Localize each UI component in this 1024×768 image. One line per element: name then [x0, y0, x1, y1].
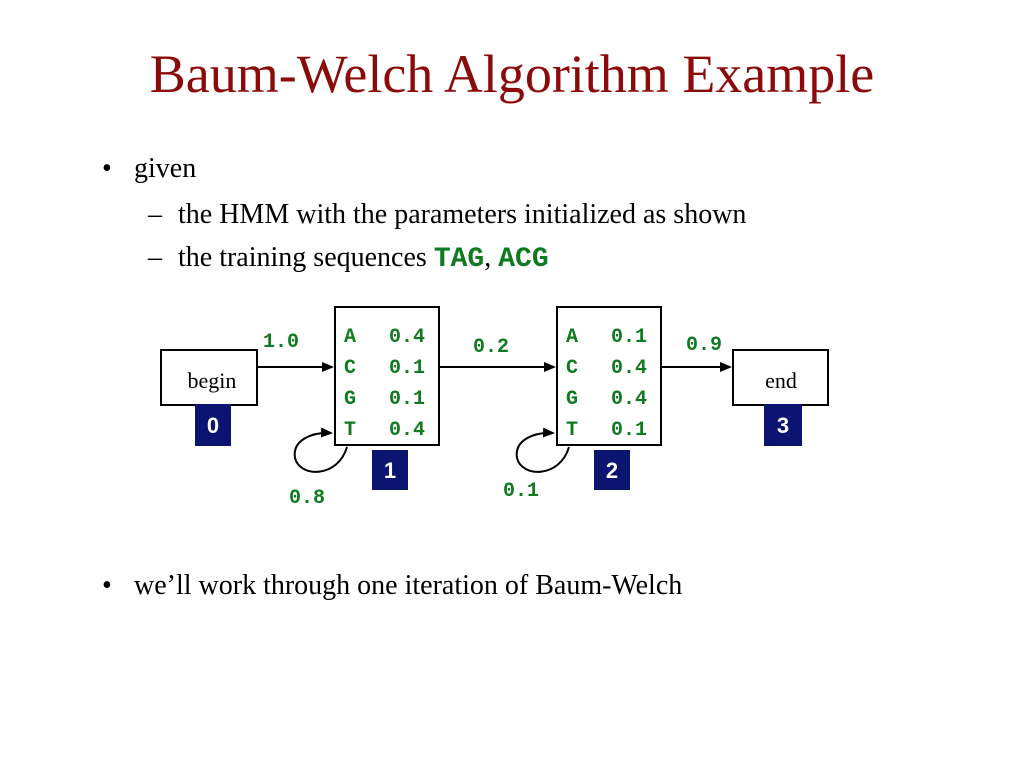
- state-2-box: [556, 306, 662, 446]
- state-id-badge-1: [372, 450, 408, 490]
- emission-prob: 0.1: [611, 419, 647, 442]
- state-id-2: 2: [606, 458, 618, 483]
- sequence-tag: TAG: [433, 244, 485, 275]
- transition-prob-begin-1: 1.0: [263, 331, 299, 354]
- self-loop-prob-2: 0.1: [503, 480, 539, 503]
- sub-bullet-text-sequences: the training sequences: [178, 242, 427, 273]
- bullet-given: • given: [102, 155, 196, 183]
- bullet-marker: •: [102, 570, 112, 601]
- emission-symbol: G: [344, 388, 356, 411]
- end-state-box: [732, 349, 829, 406]
- state-id-1: 1: [384, 458, 396, 483]
- begin-state-label: begin: [188, 368, 237, 393]
- emission-symbol: T: [344, 419, 356, 442]
- state-id-0: 0: [207, 413, 219, 438]
- self-loop-prob-1: 0.8: [289, 487, 325, 510]
- emission-symbol: C: [344, 357, 356, 380]
- self-loop-arrow-1: [293, 427, 348, 473]
- emission-prob: 0.4: [611, 357, 647, 380]
- emission-prob: 0.1: [389, 388, 425, 411]
- emission-prob: 0.4: [611, 388, 647, 411]
- emission-symbol: A: [566, 326, 578, 349]
- state-id-badge-0: [195, 404, 231, 446]
- emission-prob: 0.1: [389, 357, 425, 380]
- bullet-marker: •: [102, 153, 112, 184]
- emission-symbol: T: [566, 419, 578, 442]
- transition-prob-2-end: 0.9: [686, 334, 722, 357]
- state-id-badge-3: [764, 404, 802, 446]
- emission-symbol: G: [566, 388, 578, 411]
- end-state-label: end: [765, 368, 797, 393]
- state-1-box: [334, 306, 440, 446]
- state-id-badge-2: [594, 450, 630, 490]
- sub-bullet-sequences: –the training sequences TAG, ACG: [148, 244, 549, 274]
- emission-symbol: A: [344, 326, 356, 349]
- sequence-acg: ACG: [498, 244, 549, 275]
- bullet-iteration: • we’ll work through one iteration of Bau…: [102, 572, 682, 600]
- emission-prob: 0.1: [611, 326, 647, 349]
- emission-prob: 0.4: [389, 419, 425, 442]
- bullet-text-given: given: [134, 153, 197, 184]
- bullet-text-iteration: we’ll work through one iteration of Baum…: [134, 570, 683, 601]
- transition-prob-1-2: 0.2: [473, 336, 509, 359]
- state-id-3: 3: [777, 413, 789, 438]
- dash-marker: –: [148, 199, 162, 230]
- emission-prob: 0.4: [389, 326, 425, 349]
- sequence-separator: ,: [484, 242, 492, 273]
- self-loop-arrow-2: [515, 427, 570, 473]
- sub-bullet-text-hmm: the HMM with the parameters initialized …: [178, 199, 747, 230]
- sub-bullet-hmm: –the HMM with the parameters initialized…: [148, 201, 746, 229]
- dash-marker: –: [148, 242, 162, 273]
- emission-symbol: C: [566, 357, 578, 380]
- slide-title: Baum-Welch Algorithm Example: [149, 44, 875, 104]
